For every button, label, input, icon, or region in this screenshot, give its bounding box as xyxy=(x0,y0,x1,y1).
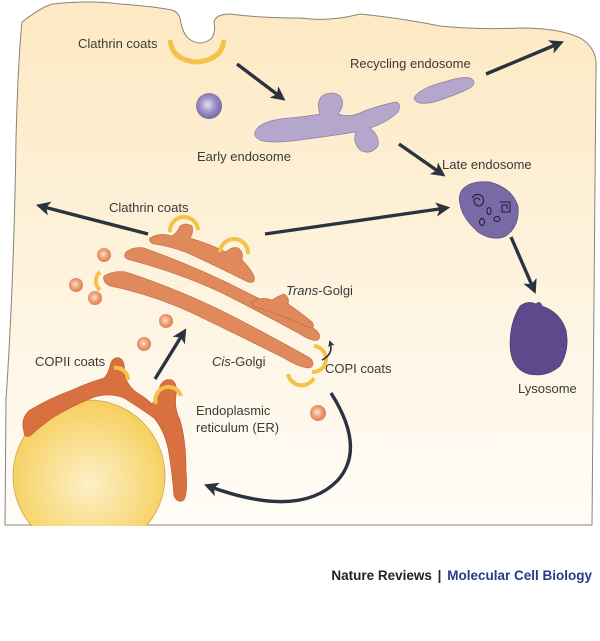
vesicle xyxy=(159,314,173,328)
label-clathrin-coats-golgi: Clathrin coats xyxy=(109,200,189,215)
label-er-line1: Endoplasmic xyxy=(196,403,271,418)
copi-coat xyxy=(311,344,328,375)
label-clathrin-coats-top: Clathrin coats xyxy=(78,36,158,51)
label-trans-golgi: Trans-Golgi xyxy=(286,283,353,298)
late-endosome xyxy=(458,181,519,239)
recycling-endosome xyxy=(413,77,475,104)
label-late-endosome: Late endosome xyxy=(442,157,532,172)
arrow-clathrin-to-early-endosome xyxy=(235,62,286,101)
clathrin-coat xyxy=(167,39,227,65)
clathrin-coat xyxy=(167,214,200,233)
golgi-apparatus xyxy=(103,223,320,369)
arrow-er-to-golgi xyxy=(153,328,187,380)
label-er-line2: reticulum (ER) xyxy=(196,420,279,435)
credit-separator: | xyxy=(437,568,442,583)
cytoplasm xyxy=(4,1,597,526)
vesicle xyxy=(69,278,83,292)
label-lysosome: Lysosome xyxy=(518,381,577,396)
arrow-copi-retrograde xyxy=(321,340,335,361)
vesicle xyxy=(97,248,111,262)
clathrin-coat xyxy=(93,270,102,292)
arrow-golgi-to-membrane xyxy=(35,201,149,236)
early-vesicle xyxy=(196,93,222,119)
label-trans-golgi-italic: Trans xyxy=(286,283,319,298)
endoplasmic-reticulum xyxy=(22,357,187,502)
label-cis-golgi-suffix: -Golgi xyxy=(231,354,266,369)
early-endosome xyxy=(254,92,400,153)
clathrin-coat xyxy=(218,236,251,255)
copii-coat xyxy=(153,384,183,405)
lysosome xyxy=(509,302,568,376)
arrow-golgi-to-late-endosome xyxy=(264,202,451,236)
label-copii-coats: COPII coats xyxy=(35,354,106,369)
figure-credit: Nature Reviews | Molecular Cell Biology xyxy=(331,568,592,583)
vesicle xyxy=(88,291,102,305)
arrow-late-endosome-to-lysosome xyxy=(509,236,537,294)
label-cis-golgi-italic: Cis xyxy=(212,354,231,369)
vesicle xyxy=(137,337,151,351)
label-early-endosome: Early endosome xyxy=(197,149,291,164)
arrow-early-to-late-endosome xyxy=(398,142,446,177)
pathway-arrows xyxy=(35,40,564,504)
credit-journal: Molecular Cell Biology xyxy=(447,568,592,583)
label-cis-golgi: Cis-Golgi xyxy=(212,354,266,369)
label-trans-golgi-suffix: -Golgi xyxy=(318,283,353,298)
arrow-golgi-to-er xyxy=(203,392,353,504)
copi-coat xyxy=(286,373,316,388)
credit-publisher: Nature Reviews xyxy=(331,568,432,583)
label-recycling-endosome: Recycling endosome xyxy=(350,56,471,71)
arrow-recycling-to-membrane xyxy=(485,40,564,76)
label-copi-coats: COPI coats xyxy=(325,361,392,376)
vesicle xyxy=(310,405,326,421)
copii-coat xyxy=(113,365,131,381)
